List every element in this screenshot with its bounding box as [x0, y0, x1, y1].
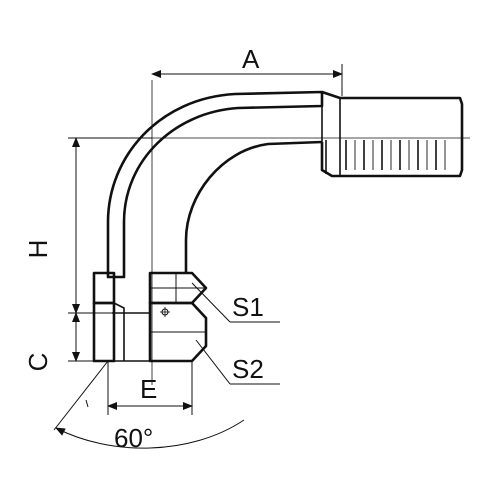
nut-s2 [92, 301, 208, 363]
label-s1: S1 [232, 292, 264, 322]
hose-tail [320, 90, 464, 178]
angle-60 [53, 360, 245, 449]
leader-s2 [195, 339, 280, 385]
dimension-a [151, 64, 343, 96]
dimension-c [68, 312, 108, 362]
label-a: A [242, 44, 260, 74]
label-e: E [140, 374, 157, 404]
label-c: C [23, 353, 53, 372]
elbow-wall-section [106, 90, 324, 279]
seat-nose [113, 302, 125, 361]
label-h: H [23, 240, 53, 259]
label-s2: S2 [232, 354, 264, 384]
leader-s1 [191, 282, 280, 323]
elbow-outer-profile [184, 106, 323, 273]
label-angle: 60° [114, 423, 153, 453]
dimension-e [107, 361, 193, 415]
hose-tail-barbs [325, 140, 446, 174]
centerlines [140, 80, 470, 385]
